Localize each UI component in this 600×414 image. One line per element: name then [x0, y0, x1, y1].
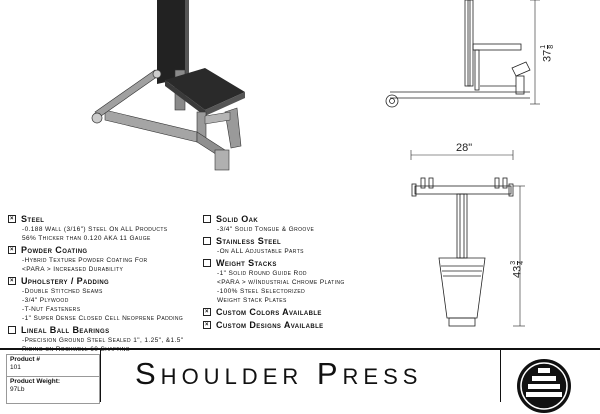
- side-view-drawing: [385, 0, 540, 108]
- spec-heading-label: Upholstery / Padding: [21, 276, 110, 286]
- spec-heading: × Upholstery / Padding: [8, 276, 208, 287]
- front-view-drawing: [410, 150, 525, 327]
- spec-heading-label: Custom Designs Available: [216, 320, 324, 330]
- height-bottom-denominator: 4: [518, 260, 525, 265]
- spec-heading: Stainless Steel: [203, 236, 403, 247]
- spec-detail: <PARA > Increased Durability: [22, 266, 124, 273]
- title-block: Product # 101 Product Weight: 97Lb Shoul…: [0, 348, 600, 413]
- divider: [500, 350, 501, 402]
- product-number-value: 101: [10, 364, 21, 371]
- shoulder-press-isometric-drawing: [91, 0, 245, 171]
- spec-heading-label: Powder Coating: [21, 245, 88, 255]
- spec-heading-label: Steel: [21, 214, 45, 224]
- spec-group: Weight Stacks -1" Solid Round Guide Rod <P…: [203, 258, 403, 305]
- empty-box-icon: [203, 236, 211, 245]
- spec-heading: × Custom Colors Available: [203, 307, 403, 318]
- spec-detail: -1" Super Dense Closed Cell Neoprene Pad…: [22, 315, 184, 322]
- spec-group: × Powder Coating -Hybrid Texture Powder Co…: [8, 245, 208, 274]
- spec-heading-label: Custom Colors Available: [216, 307, 322, 317]
- spec-heading: Solid Oak: [203, 214, 403, 225]
- empty-box-icon: [203, 214, 211, 223]
- spec-group: × Custom Colors Available: [203, 307, 403, 318]
- spec-group: × Upholstery / Padding -Double Stitched Se…: [8, 276, 208, 323]
- spec-detail: <PARA > w/Industrial Chrome Plating: [217, 279, 345, 286]
- spec-group: Stainless Steel -On ALL Adjustable Parts: [203, 236, 403, 256]
- spec-heading: Weight Stacks: [203, 258, 403, 269]
- spec-detail: -1" Solid Round Guide Rod: [217, 270, 307, 277]
- spec-detail: Weight Stack Plates: [217, 297, 287, 304]
- width-dimension: 28": [456, 142, 473, 154]
- spec-heading-label: Solid Oak: [216, 214, 259, 224]
- empty-box-icon: [8, 325, 16, 334]
- spec-detail: 56% Thicker than 0.120 AKA 11 Gauge: [22, 235, 151, 242]
- spec-detail: -Precision Ground Steel Sealed 1", 1.25"…: [22, 337, 184, 344]
- spec-group: × Steel -0.188 Wall (3/16") Steel On ALL P…: [8, 214, 208, 243]
- checked-box-icon: ×: [8, 276, 16, 285]
- height-bottom-numerator: 3: [510, 260, 518, 265]
- spec-heading: × Custom Designs Available: [203, 320, 403, 331]
- brand-logo-icon: [517, 359, 571, 413]
- spec-group: Solid Oak -3/4" Solid Tongue & Groove: [203, 214, 403, 234]
- height-top-whole: 37: [541, 49, 554, 62]
- spec-detail: -0.188 Wall (3/16") Steel On ALL Product…: [22, 226, 168, 233]
- product-weight-label: Product Weight:: [10, 378, 61, 385]
- checked-box-icon: ×: [8, 245, 16, 254]
- checked-box-icon: ×: [8, 214, 16, 223]
- specs-left-list: × Steel -0.188 Wall (3/16") Steel On ALL P…: [8, 214, 208, 356]
- spec-detail: -3/4" Solid Tongue & Groove: [217, 226, 315, 233]
- product-weight-value: 97Lb: [10, 386, 25, 393]
- spec-detail: -Double Stitched Seams: [22, 288, 103, 295]
- product-title: Shoulder Press: [135, 356, 423, 391]
- spec-detail: -100% Steel Selectorized: [217, 288, 306, 295]
- product-number-label: Product #: [10, 356, 40, 363]
- height-bottom-whole: 43: [511, 265, 524, 278]
- spec-heading-label: Lineal Ball Bearings: [21, 325, 110, 335]
- spec-heading: × Powder Coating: [8, 245, 208, 256]
- checked-box-icon: ×: [203, 320, 211, 329]
- spec-heading: Lineal Ball Bearings: [8, 325, 208, 336]
- divider: [100, 350, 101, 402]
- spec-detail: -T-Nut Fasteners: [22, 306, 81, 313]
- height-top-numerator: 1: [540, 44, 548, 49]
- checked-box-icon: ×: [203, 307, 211, 316]
- spec-heading-label: Weight Stacks: [216, 258, 277, 268]
- spec-detail: -Hybrid Texture Powder Coating For: [22, 257, 148, 264]
- product-number-cell: Product # 101: [6, 354, 100, 377]
- spec-group: × Custom Designs Available: [203, 320, 403, 331]
- empty-box-icon: [203, 258, 211, 267]
- spec-heading: × Steel: [8, 214, 208, 225]
- spec-heading-label: Stainless Steel: [216, 236, 282, 246]
- height-top-denominator: 8: [548, 44, 555, 49]
- spec-detail: -On ALL Adjustable Parts: [217, 248, 304, 255]
- spec-detail: -3/4" Plywood: [22, 297, 69, 304]
